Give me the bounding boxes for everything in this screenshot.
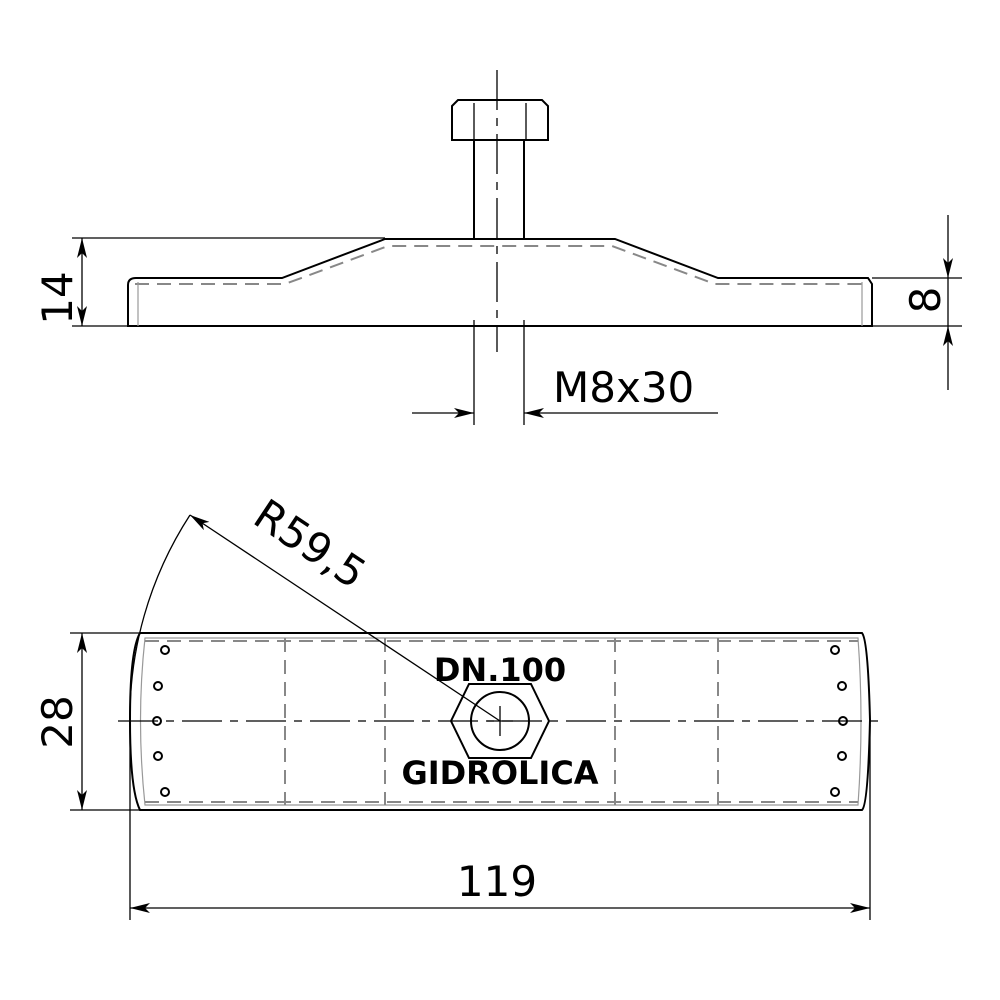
dimension-119-label: 119 bbox=[457, 857, 537, 906]
size-marking: DN.100 bbox=[434, 651, 566, 689]
bolt-head bbox=[451, 99, 549, 141]
dimension-m8x30: M8x30 bbox=[412, 363, 718, 418]
dimension-28: 28 bbox=[33, 632, 140, 811]
brand-marking: GIDROLICA bbox=[401, 754, 598, 792]
dimension-14-label: 14 bbox=[33, 271, 82, 324]
radius-label: R59,5 bbox=[245, 490, 374, 599]
dimension-119: 119 bbox=[129, 725, 871, 920]
top-view: DN.100 GIDROLICA R59,5 28 119 bbox=[33, 490, 880, 920]
bolt-shank bbox=[473, 70, 525, 425]
dimension-28-label: 28 bbox=[33, 695, 82, 748]
dimension-8-label: 8 bbox=[901, 287, 950, 314]
dimension-14: 14 bbox=[33, 237, 385, 327]
bolt-label: M8x30 bbox=[553, 363, 694, 412]
plate-outline bbox=[118, 632, 880, 811]
dimension-r59-5: R59,5 bbox=[129, 490, 501, 726]
dimension-8: 8 bbox=[872, 215, 962, 390]
holes bbox=[152, 645, 848, 797]
plate-profile bbox=[127, 238, 873, 327]
side-view: 14 8 M8x30 bbox=[33, 70, 962, 425]
